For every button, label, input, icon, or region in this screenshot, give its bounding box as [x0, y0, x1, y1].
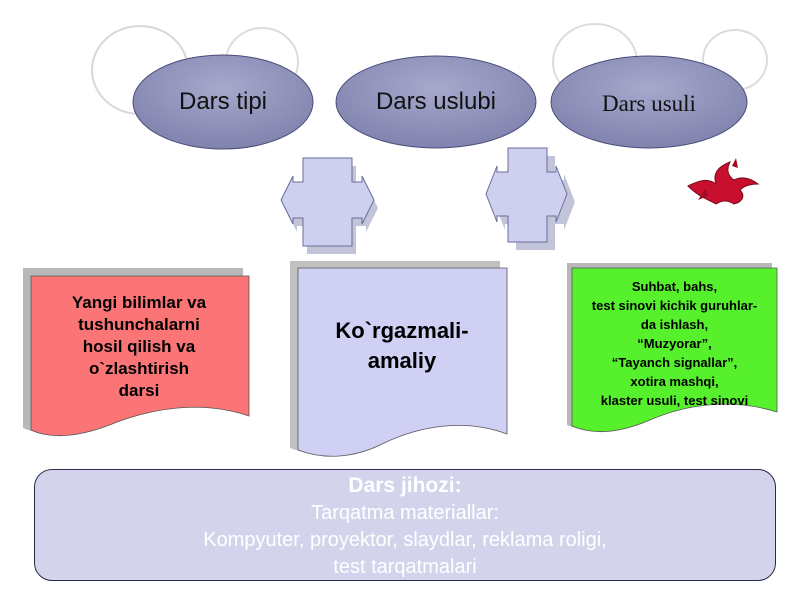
left-doc-line: tushunchalarni	[78, 315, 200, 334]
dars-usuli-label: Dars usuli	[602, 91, 696, 116]
oval-dars-usuli	[550, 55, 748, 149]
left-doc-line: darsi	[118, 381, 160, 400]
right-doc-line: klaster usuli, test sinovi	[600, 392, 749, 408]
right-document-text: Suhbat, bahs, test sinovi kichik guruhla…	[572, 276, 777, 410]
right-doc-line: test sinovi kichik guruhlar-	[591, 297, 758, 313]
middle-doc-line: amaliy	[367, 348, 437, 373]
left-doc-line: o`zlashtirish	[88, 359, 190, 378]
middle-document-shape	[290, 261, 508, 457]
middle-document-text: Ko`rgazmali- amaliy	[300, 308, 504, 384]
middle-doc-line: Ko`rgazmali-	[335, 318, 469, 343]
right-doc-line: xotira mashqi,	[630, 373, 719, 389]
equipment-panel: Dars jihozi: Tarqatma materiallar: Kompy…	[34, 469, 776, 581]
oval-label-dars-tipi: Dars tipi	[150, 80, 296, 124]
cross-arrow-right	[485, 147, 575, 250]
right-doc-line: “Muzyorar”,	[637, 335, 712, 351]
right-doc-line: Suhbat, bahs,	[631, 278, 718, 294]
right-doc-line: “Tayanch signallar”,	[611, 354, 738, 370]
equipment-line: test tarqatmalari	[333, 556, 477, 578]
equipment-line: Kompyuter, proyektor, slaydlar, reklama …	[203, 529, 607, 551]
left-document-shape	[23, 268, 250, 437]
dars-uslubi-label: Dars uslubi	[375, 88, 497, 115]
oval-label-dars-uslubi: Dars uslubi	[346, 80, 526, 124]
right-document-shape	[567, 263, 778, 433]
oval-dars-uslubi	[335, 55, 537, 149]
dars-tipi-label: Dars tipi	[178, 88, 268, 115]
left-document-text: Yangi bilimlar va tushunchalarni hosil q…	[36, 284, 242, 410]
right-doc-line: da ishlash,	[640, 316, 709, 332]
oval-dars-tipi	[132, 54, 314, 150]
oval-label-dars-usuli: Dars usuli	[566, 82, 732, 126]
dragon-icon	[687, 158, 760, 205]
left-doc-line: hosil qilish va	[82, 337, 196, 356]
cross-arrow-left	[280, 157, 378, 254]
equipment-title: Dars jihozi:	[348, 474, 462, 497]
equipment-line: Tarqatma materiallar:	[311, 502, 499, 524]
left-doc-line: Yangi bilimlar va	[71, 293, 207, 312]
